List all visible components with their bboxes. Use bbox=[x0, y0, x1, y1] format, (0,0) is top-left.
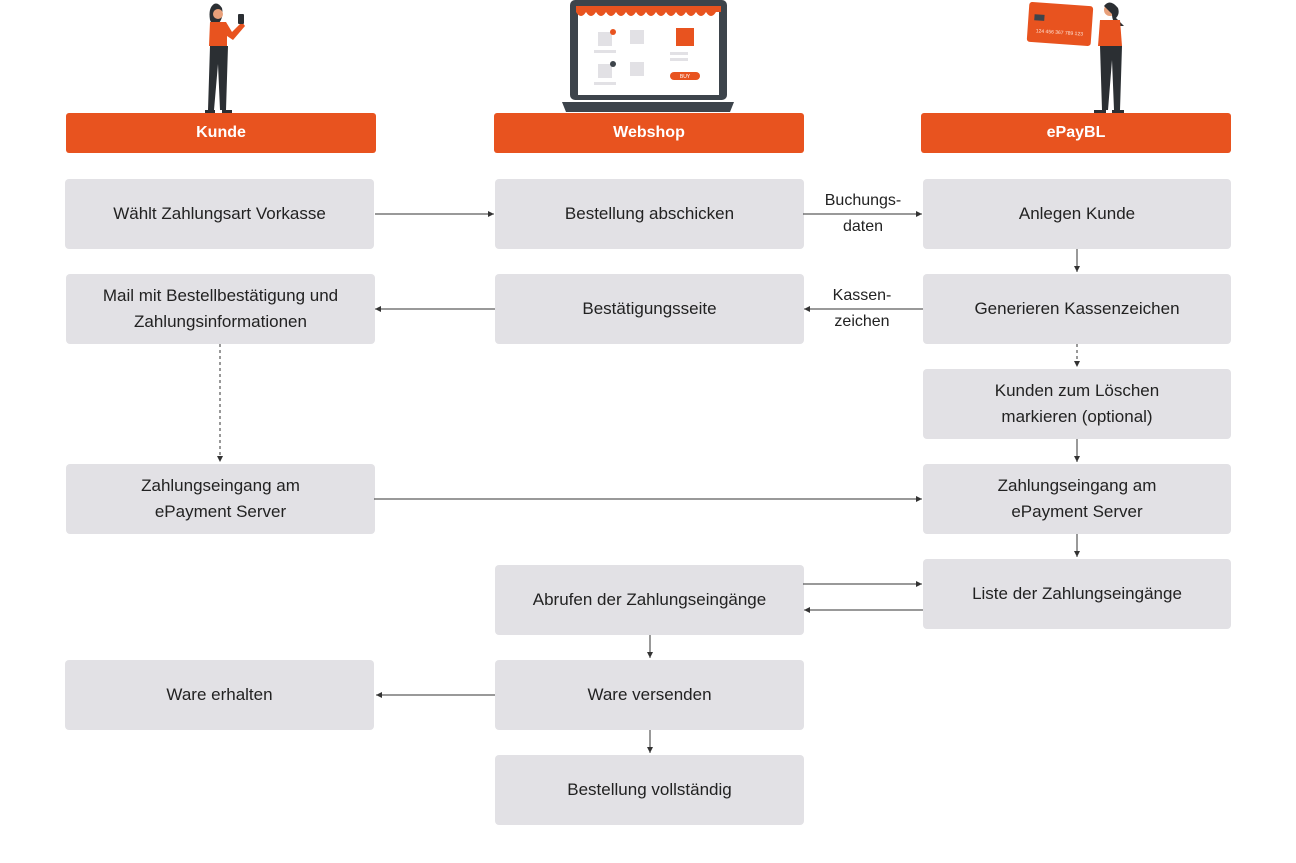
step-order-complete: Bestellung vollständig bbox=[495, 755, 804, 825]
edge-label-cash-sign: Kassen- zeichen bbox=[832, 287, 892, 330]
laptop-shop-icon: BUY bbox=[562, 0, 734, 112]
svg-text:124 456 367 789 123: 124 456 367 789 123 bbox=[1036, 28, 1084, 37]
step-payment-list: Liste der Zahlungseingänge bbox=[923, 559, 1231, 629]
lane-header-webshop: Webshop bbox=[494, 113, 804, 153]
edge-label-booking-data: Buchungs- daten bbox=[824, 192, 902, 235]
woman-with-credit-card-icon: 124 456 367 789 123 bbox=[1026, 2, 1124, 114]
step-confirmation-page: Bestätigungsseite bbox=[495, 274, 804, 344]
step-payment-receipt-epaybl: Zahlungseingang am ePayment Server bbox=[923, 464, 1231, 534]
svg-text:BUY: BUY bbox=[680, 74, 691, 80]
step-mark-customer-delete: Kunden zum Löschen markieren (optional) bbox=[923, 369, 1231, 439]
step-submit-order: Bestellung abschicken bbox=[495, 179, 804, 249]
lane-header-epaybl: ePayBL bbox=[921, 113, 1231, 153]
step-payment-receipt-customer: Zahlungseingang am ePayment Server bbox=[66, 464, 375, 534]
step-fetch-payments: Abrufen der Zahlungseingänge bbox=[495, 565, 804, 635]
step-mail-confirmation: Mail mit Bestellbestätigung und Zahlungs… bbox=[66, 274, 375, 344]
step-generate-cash-sign: Generieren Kassenzeichen bbox=[923, 274, 1231, 344]
step-receive-goods: Ware erhalten bbox=[65, 660, 374, 730]
step-create-customer: Anlegen Kunde bbox=[923, 179, 1231, 249]
woman-with-phone-icon bbox=[205, 3, 245, 114]
lane-header-customer: Kunde bbox=[66, 113, 376, 153]
step-select-payment: Wählt Zahlungsart Vorkasse bbox=[65, 179, 374, 249]
step-ship-goods: Ware versenden bbox=[495, 660, 804, 730]
